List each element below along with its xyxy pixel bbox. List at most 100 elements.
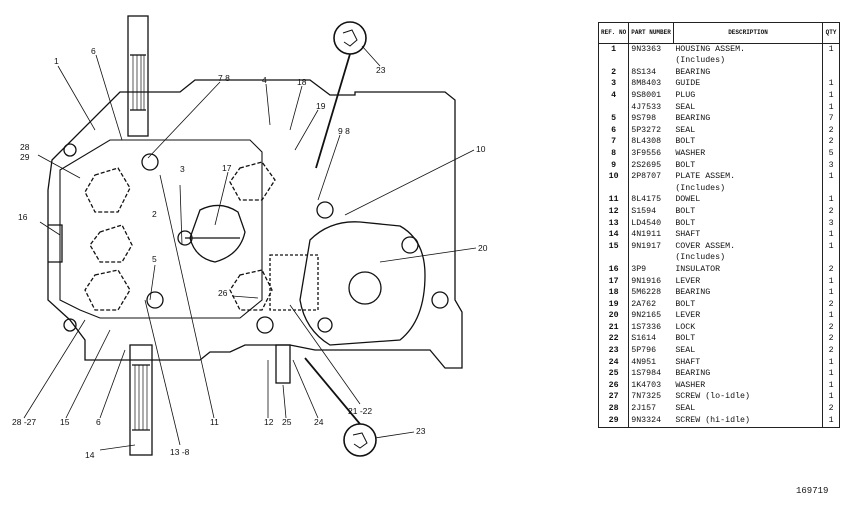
callout-1: 1: [54, 56, 59, 66]
lever: [189, 204, 246, 263]
cell-qty: 1: [822, 194, 840, 207]
cell-qty: 1: [822, 43, 840, 56]
cell-ref: [597, 252, 630, 265]
cell-ref: 9: [597, 159, 630, 172]
callout-7-8: 7 8: [218, 73, 230, 83]
cell-ref: 6: [597, 125, 630, 137]
cell-ref: 2: [597, 67, 630, 79]
callout-12: 12: [264, 417, 274, 427]
cell-part: 1S7336: [628, 322, 674, 334]
cell-part: 9S798: [628, 113, 674, 126]
callout-2: 2: [152, 209, 157, 219]
cell-desc: BEARING: [673, 67, 824, 79]
cell-part: 9N1917: [628, 241, 674, 253]
cell-desc: INSULATOR: [673, 264, 824, 276]
cell-desc: WASHER: [673, 148, 824, 160]
callout-28-left: 28: [20, 142, 30, 152]
seal-inset-bottom: [343, 423, 377, 457]
cell-part: 8L4175: [628, 194, 674, 207]
cell-part: 9N3363: [628, 43, 674, 56]
cell-desc: (Includes): [673, 55, 824, 68]
cell-desc: BEARING: [673, 368, 824, 381]
cell-ref: 23: [597, 345, 630, 358]
seal-inset-top: [333, 21, 367, 55]
cell-ref: 22: [597, 333, 630, 346]
cell-ref: 15: [597, 241, 630, 253]
cell-ref: 16: [597, 264, 630, 276]
cell-part: 8S134: [628, 67, 674, 79]
table-row: (Includes): [597, 252, 840, 265]
cell-ref: 8: [597, 148, 630, 160]
cell-ref: 13: [597, 217, 630, 230]
cell-desc: PLUG: [673, 90, 824, 102]
cell-desc: LEVER: [673, 275, 824, 288]
cell-ref: 1: [597, 43, 630, 56]
cell-desc: BOLT: [673, 159, 824, 172]
cell-desc: SCREW (lo-idle): [673, 391, 824, 404]
cell-ref: [597, 55, 630, 68]
header-ref: REF. NO: [597, 22, 630, 44]
cell-part: 2P8707: [628, 171, 674, 184]
cell-part: S1594: [628, 206, 674, 218]
cell-qty: 1: [822, 391, 840, 404]
cell-ref: 28: [597, 403, 630, 415]
cell-ref: 27: [597, 391, 630, 404]
header-qty: QTY: [822, 22, 840, 44]
callout-23-bottom: 23: [416, 426, 426, 436]
cell-qty: 2: [822, 322, 840, 334]
callout-15: 15: [60, 417, 70, 427]
cell-desc: BOLT: [673, 206, 824, 218]
shaft-lower: [129, 344, 153, 456]
cell-ref: 4: [597, 90, 630, 102]
cell-qty: 2: [822, 345, 840, 358]
cell-qty: 1: [822, 380, 840, 392]
cell-ref: 20: [597, 310, 630, 323]
cell-qty: 3: [822, 217, 840, 230]
cell-ref: [597, 183, 630, 195]
cell-desc: (Includes): [673, 252, 824, 265]
cell-qty: [822, 252, 840, 265]
cell-qty: 1: [822, 287, 840, 300]
cell-part: S1614: [628, 333, 674, 346]
callout-21-22: 21 -22: [348, 406, 372, 416]
cell-desc: SCREW (hi-idle): [673, 415, 824, 428]
cell-desc: (Includes): [673, 183, 824, 195]
cell-desc: HOUSING ASSEM.: [673, 43, 824, 56]
cell-part: 2J157: [628, 403, 674, 415]
callout-24: 24: [314, 417, 324, 427]
cell-qty: 1: [822, 357, 840, 369]
cell-ref: 3: [597, 78, 630, 91]
header-part: PART NUMBER: [628, 22, 674, 44]
header-description: DESCRIPTION: [672, 22, 824, 44]
exploded-parts-diagram: 1 6 7 8 4 18 19 9 8 10 23 28 29 3 17 2 1…: [12, 15, 488, 460]
cell-qty: [822, 67, 840, 79]
cell-desc: PLATE ASSEM.: [673, 171, 824, 184]
cell-part: 2A762: [628, 299, 674, 311]
cell-ref: 29: [597, 415, 630, 428]
table-header-row: REF. NO PART NUMBER DESCRIPTION QTY: [597, 22, 840, 44]
cell-part: 4N1911: [628, 229, 674, 242]
cell-desc: SHAFT: [673, 357, 824, 369]
cell-qty: 7: [822, 113, 840, 126]
callout-11: 11: [210, 417, 219, 427]
cell-part: 3F9556: [628, 148, 674, 160]
callout-14: 14: [85, 450, 95, 460]
cell-ref: 7: [597, 136, 630, 149]
cell-part: LD4540: [628, 217, 674, 230]
housing-outline: [47, 79, 463, 369]
